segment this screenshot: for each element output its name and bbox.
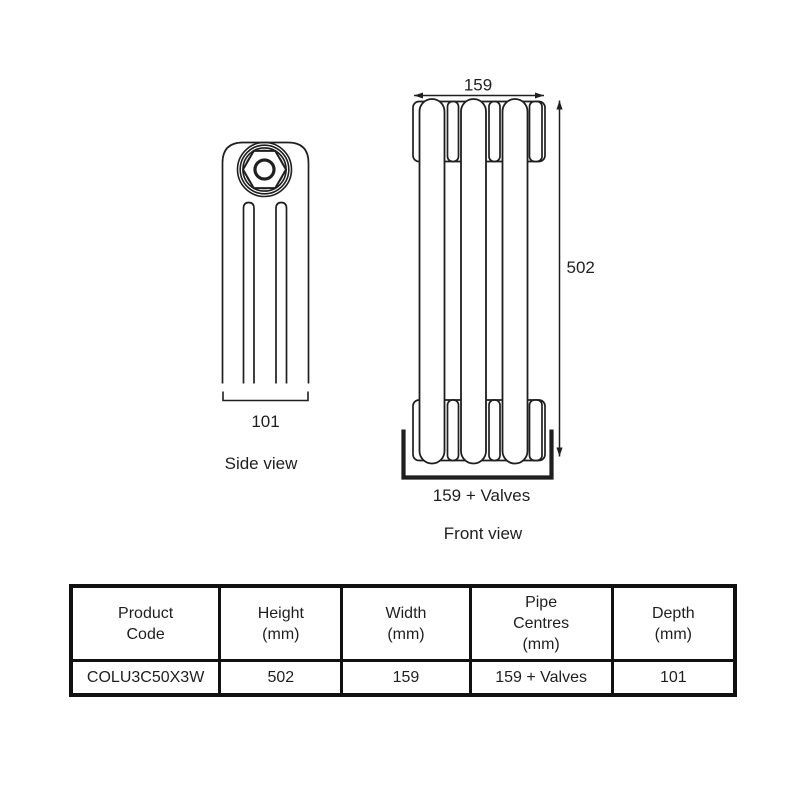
header-line: (mm) xyxy=(654,625,692,643)
spec-table-header-row: Product Code Height (mm) Width (mm) Pipe… xyxy=(69,584,737,662)
depth-dimension-bracket xyxy=(222,391,309,402)
side-groove-right xyxy=(275,201,288,384)
header-line: Height xyxy=(257,604,304,622)
side-view-caption: Side view xyxy=(225,454,298,473)
footer-slot xyxy=(488,399,501,462)
side-groove-left xyxy=(242,201,255,384)
header-line: Depth xyxy=(651,604,695,622)
spec-table-data-row: COLU3C50X3W 502 159 159 + Valves 101 xyxy=(69,659,737,697)
hex-nut-icon xyxy=(241,149,288,190)
side-depth-dimension: 101 xyxy=(251,412,279,431)
valve-nut-icon xyxy=(236,141,293,198)
col-header-product-code: Product Code xyxy=(69,584,222,662)
cell-width: 159 xyxy=(340,659,472,697)
pipe-centres-dimension: 159 + Valves xyxy=(433,486,531,505)
front-height-dimension: 502 xyxy=(567,258,595,277)
pipe-centres-bracket xyxy=(401,429,554,480)
front-view-caption: Front view xyxy=(444,524,523,543)
header-line: (mm) xyxy=(522,636,560,653)
col-header-pipe-centres: Pipe Centres (mm) xyxy=(468,584,614,662)
column-tube xyxy=(501,98,529,465)
header-slot xyxy=(446,100,460,163)
nut-bore-icon xyxy=(253,158,276,181)
column-tube xyxy=(460,98,487,465)
cell-height: 502 xyxy=(218,659,344,697)
footer-slot xyxy=(528,399,543,462)
header-slot xyxy=(528,100,543,163)
radiator-dimension-diagram: 101 Side view 159 502 159 + Valves Front… xyxy=(221,76,595,543)
front-width-dimension: 159 xyxy=(464,76,492,95)
header-line: Width xyxy=(385,604,427,622)
footer-slot xyxy=(446,399,460,462)
col-header-width: Width (mm) xyxy=(340,584,472,662)
header-line: (mm) xyxy=(387,625,425,643)
cell-depth: 101 xyxy=(610,659,737,697)
column-tube xyxy=(418,98,446,465)
spec-table: Product Code Height (mm) Width (mm) Pipe… xyxy=(69,584,737,697)
header-line: Code xyxy=(126,625,165,643)
header-line: Product xyxy=(118,604,174,622)
header-slot xyxy=(488,100,501,163)
spec-table-container: Product Code Height (mm) Width (mm) Pipe… xyxy=(69,584,737,697)
header-line: Pipe xyxy=(525,594,558,611)
col-header-height: Height (mm) xyxy=(218,584,344,662)
side-view-drawing xyxy=(221,141,310,402)
header-line: Centres xyxy=(513,615,570,632)
col-header-depth: Depth (mm) xyxy=(610,584,737,662)
header-line: (mm) xyxy=(262,625,300,643)
cell-pipe-centres: 159 + Valves xyxy=(468,659,614,697)
front-view-drawing xyxy=(401,92,563,480)
cell-product-code: COLU3C50X3W xyxy=(69,659,222,697)
